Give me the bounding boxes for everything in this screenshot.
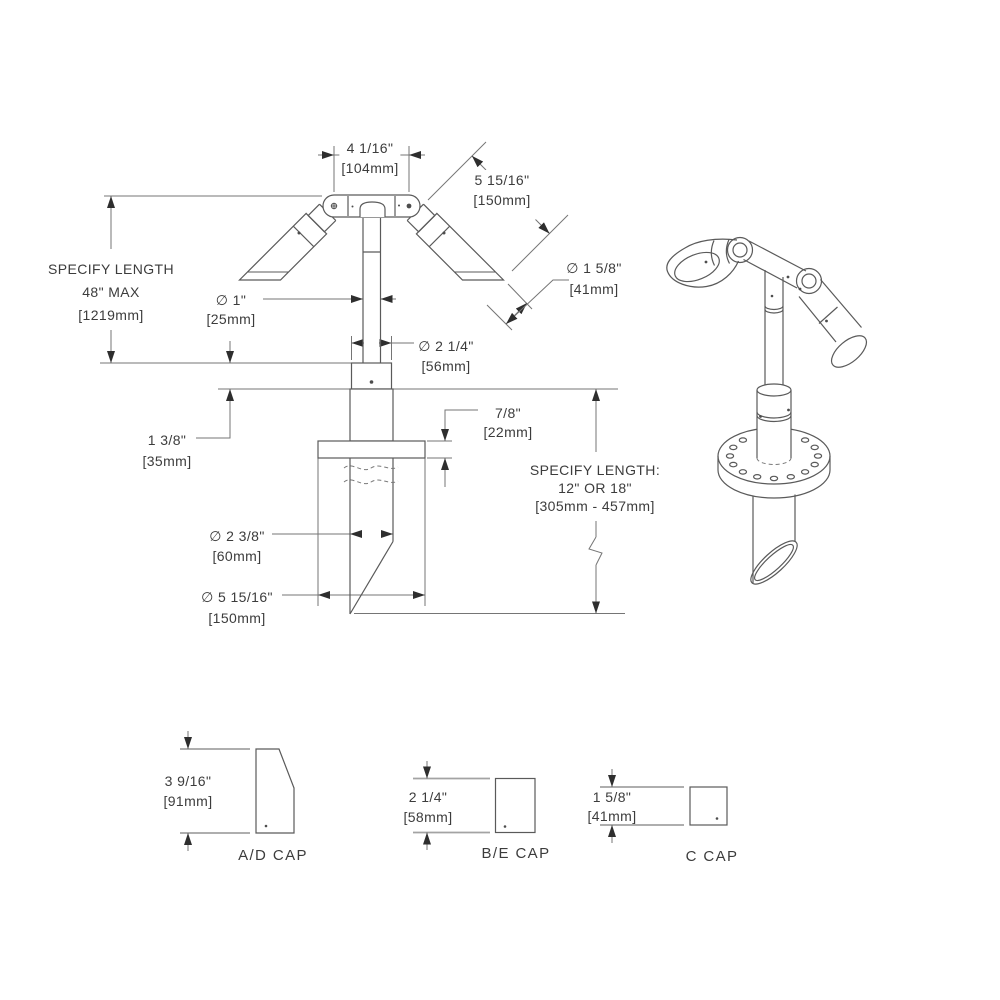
dim-stake-length-l1: SPECIFY LENGTH: <box>529 462 661 478</box>
dim-stake-diameter-mm: [60mm] <box>212 548 262 564</box>
dim-flange-thickness: 7/8" [22mm] <box>481 404 534 442</box>
dim-flange-diameter-in: ∅ 5 15/16" <box>201 589 273 605</box>
dim-flange-diameter-mm: [150mm] <box>208 610 266 626</box>
dim-ad-cap-height: 3 9/16" [91mm] <box>161 771 214 811</box>
dim-stake-length-l2: 12" OR 18" <box>558 480 632 496</box>
dim-head-length-mm: [150mm] <box>473 192 531 208</box>
c-cap-label: C CAP <box>685 848 739 865</box>
dim-head-length: 5 15/16" [150mm] <box>471 170 533 210</box>
dim-pole-length-l1: SPECIFY LENGTH <box>48 261 174 277</box>
dim-be-cap-height: 2 1/4" [58mm] <box>401 787 454 827</box>
dim-head-diameter-in: ∅ 1 5/8" <box>566 260 622 276</box>
dim-pole-diameter-mm: [25mm] <box>206 311 256 327</box>
dim-pole-diameter: ∅ 1" [25mm] <box>204 291 257 329</box>
front-view-dimension-lines <box>100 141 625 614</box>
dim-flange-thickness-in: 7/8" <box>494 405 522 421</box>
dim-head-diameter: ∅ 1 5/8" [41mm] <box>564 258 623 300</box>
dim-head-spacing: 4 1/16" [104mm] <box>339 138 401 178</box>
dim-c-cap-height: 1 5/8" [41mm] <box>585 788 638 826</box>
front-view-line-art <box>238 194 505 615</box>
dim-c-cap-height-mm: [41mm] <box>587 808 637 824</box>
dim-pole-length-l2: 48" MAX <box>82 284 140 300</box>
dim-flange-diameter: ∅ 5 15/16" [150mm] <box>199 587 275 629</box>
be-cap-label: B/E CAP <box>481 845 551 862</box>
dim-coupler-diameter: ∅ 2 1/4" [56mm] <box>416 336 475 376</box>
ad-cap-label: A/D CAP <box>238 847 308 864</box>
dim-ad-cap-height-mm: [91mm] <box>163 793 213 809</box>
dim-stake-diameter-in: ∅ 2 3/8" <box>209 528 265 544</box>
dim-c-cap-height-in: 1 5/8" <box>592 789 632 805</box>
dim-pole-length-l3: [1219mm] <box>78 307 144 323</box>
dim-stake-length-l3: [305mm - 457mm] <box>535 498 655 514</box>
dim-be-cap-height-mm: [58mm] <box>403 809 453 825</box>
dim-coupler-diameter-mm: [56mm] <box>421 358 471 374</box>
dim-head-length-in: 5 15/16" <box>474 172 530 188</box>
dim-pole-length: SPECIFY LENGTH 48" MAX [1219mm] <box>46 258 176 327</box>
dim-pole-diameter-in: ∅ 1" <box>215 292 247 308</box>
dim-head-spacing-mm: [104mm] <box>341 160 399 176</box>
dim-coupler-height: 1 3/8" [35mm] <box>140 430 193 472</box>
dim-head-spacing-in: 4 1/16" <box>346 140 394 156</box>
dim-be-cap-height-in: 2 1/4" <box>408 789 448 805</box>
dim-stake-length: SPECIFY LENGTH: 12" OR 18" [305mm - 457m… <box>527 461 663 515</box>
dim-coupler-diameter-in: ∅ 2 1/4" <box>418 338 474 354</box>
dim-coupler-height-mm: [35mm] <box>142 453 192 469</box>
dim-stake-diameter: ∅ 2 3/8" [60mm] <box>207 526 266 566</box>
flange-bolt-holes <box>725 437 823 482</box>
dim-head-diameter-mm: [41mm] <box>569 281 619 297</box>
dim-flange-thickness-mm: [22mm] <box>483 424 533 440</box>
dim-coupler-height-in: 1 3/8" <box>147 432 187 448</box>
perspective-view-line-art <box>666 236 868 585</box>
cap-details-line-art <box>180 731 728 851</box>
dim-ad-cap-height-in: 3 9/16" <box>164 773 212 789</box>
